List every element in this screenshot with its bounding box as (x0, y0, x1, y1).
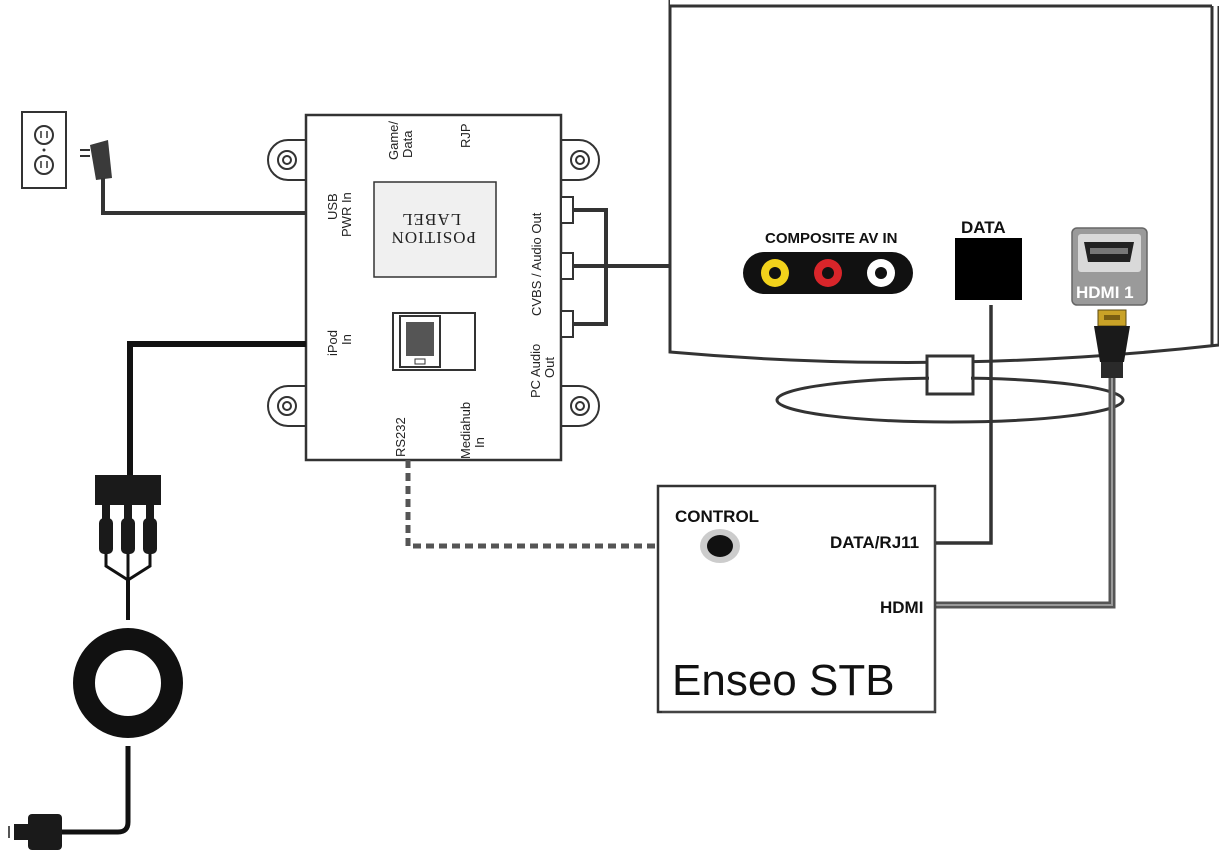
label-usb: USB (325, 193, 340, 220)
label-ipod: iPod (325, 330, 340, 356)
rs232-control-cable (405, 460, 700, 549)
hub-labels: Game/ Data RJP USB PWR In LABEL POSITION… (325, 121, 557, 459)
hdmi-cable (935, 309, 1130, 609)
stb-data-rj11-label: DATA/RJ11 (830, 533, 919, 552)
television (668, 0, 1219, 424)
tv-data-port: DATA (955, 218, 1022, 300)
label-game-data-2: Data (400, 130, 415, 158)
power-adapter-icon (80, 140, 112, 180)
label-pc-audio-out: Out (542, 357, 557, 378)
ipod-connector-icon (8, 814, 62, 850)
tv-hdmi1-label: HDMI 1 (1076, 283, 1134, 302)
label-ipod-in: In (339, 334, 354, 345)
ipod-cable (8, 341, 306, 850)
stb-hdmi-label: HDMI (880, 598, 923, 617)
label-position-area (373, 181, 497, 278)
label-position-line1: LABEL (401, 210, 461, 229)
label-rjp: RJP (458, 123, 473, 148)
label-rs232: RS232 (393, 417, 408, 457)
data-cable (935, 305, 993, 545)
media-hub-box (267, 113, 600, 462)
stb-control-label: CONTROL (675, 507, 759, 526)
label-position-line2: POSITION (391, 228, 476, 247)
composite-av-in-port: COMPOSITE AV IN (743, 230, 913, 294)
label-cvbs-audio-out: CVBS / Audio Out (529, 212, 544, 316)
label-usb-pwr-in: PWR In (339, 192, 354, 237)
label-mediahub: Mediahub (458, 402, 473, 459)
stb-name: Enseo STB (672, 656, 895, 705)
label-pc-audio: PC Audio (528, 344, 543, 398)
wall-outlet-icon (21, 111, 67, 189)
tv-data-label: DATA (961, 218, 1006, 237)
tv-hdmi1-port: HDMI 1 (1071, 227, 1148, 306)
label-mediahub-in: In (472, 437, 487, 448)
enseo-stb-box: CONTROL DATA/RJ11 HDMI Enseo STB (656, 484, 937, 714)
cable-coil-icon (73, 628, 183, 738)
composite-av-in-label: COMPOSITE AV IN (765, 230, 898, 247)
label-game-data: Game/ (386, 121, 401, 160)
ipod-dock-icon (392, 312, 476, 371)
power-cable (101, 178, 306, 215)
